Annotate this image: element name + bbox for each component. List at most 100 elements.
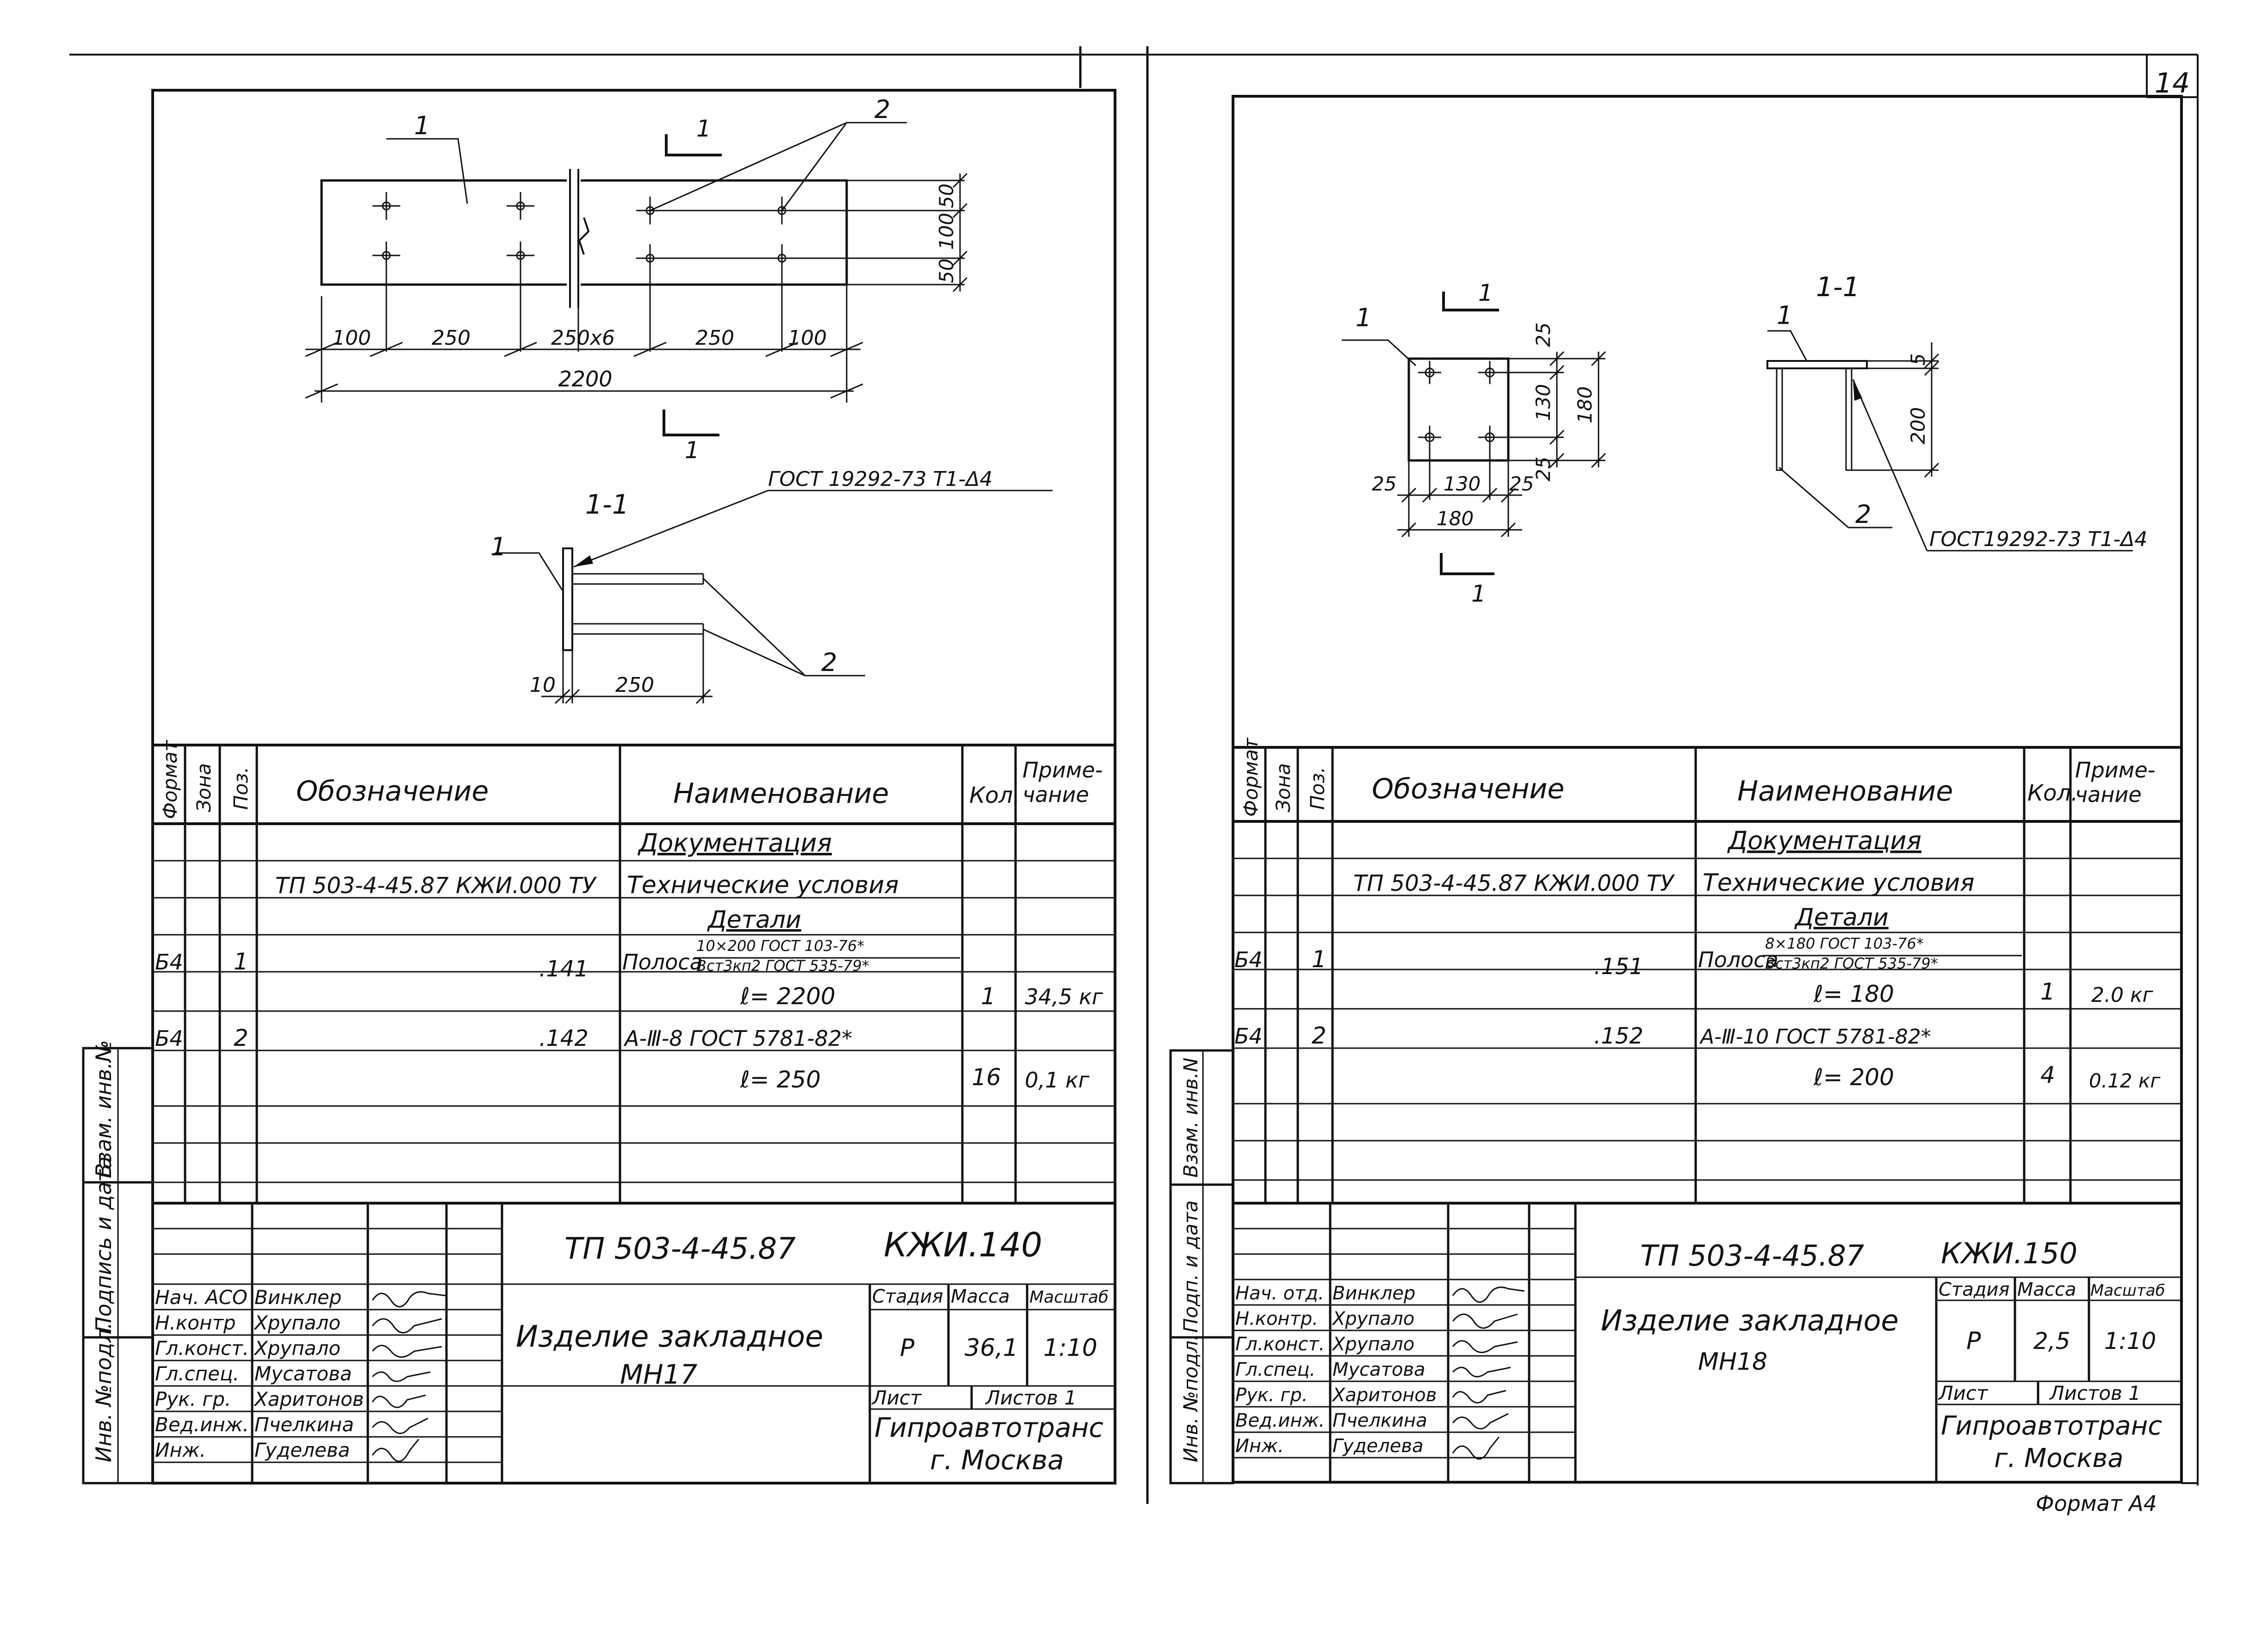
row1-name-prefix: Полоса bbox=[1698, 947, 1778, 972]
staff-name: Харитонов bbox=[1332, 1385, 1437, 1406]
header-note: Приме-чание bbox=[2075, 758, 2155, 807]
organization: Гипроавтотранс bbox=[1941, 1411, 2162, 1441]
product-name: Изделие закладное bbox=[516, 1320, 823, 1354]
dim-10: 10 bbox=[530, 673, 556, 697]
section-position-1: 1 bbox=[1777, 301, 1792, 330]
scale-label: Масштаб bbox=[2090, 1281, 2165, 1300]
sheets-count: Листов 1 bbox=[985, 1386, 1077, 1409]
left-title-block: ТП 503-4-45.87 КЖИ.140 Изделие закладное… bbox=[153, 1202, 1115, 1483]
right-plate-plan: 25 130 25 180 25 130 25 180 1 1 1 bbox=[1342, 280, 1606, 607]
row1-name-prefix: Полоса bbox=[622, 950, 703, 975]
section-documentation: Документация bbox=[638, 828, 832, 857]
section-position-2: 2 bbox=[1855, 500, 1871, 529]
dim-130: 130 bbox=[1532, 384, 1555, 421]
row2-name: А-Ⅲ-10 ГОСТ 5781-82* bbox=[1699, 1025, 1931, 1049]
section-cut-mark: 1 bbox=[1478, 280, 1493, 306]
row2-length: ℓ= 200 bbox=[1813, 1064, 1894, 1091]
section-details: Детали bbox=[707, 906, 801, 934]
header-zone: Зона bbox=[192, 763, 215, 812]
row1-designation: .141 bbox=[539, 956, 589, 982]
staff-role: Гл.спец. bbox=[1235, 1359, 1315, 1380]
signatures bbox=[372, 1291, 447, 1462]
dim-100: 100 bbox=[332, 326, 371, 350]
doc-name: Технические условия bbox=[1703, 869, 1975, 897]
left-plate-plan: 100 250 250х6 250 100 2200 50 100 50 1 bbox=[305, 95, 968, 464]
position-1-mark: 1 bbox=[1356, 303, 1371, 332]
page-number: 14 bbox=[2155, 67, 2190, 99]
mass-value: 36,1 bbox=[965, 1334, 1018, 1362]
section-title: 1-1 bbox=[1816, 271, 1860, 303]
stage-value: Р bbox=[900, 1334, 915, 1362]
row1-name-top: 8×180 ГОСТ 103-76* bbox=[1765, 935, 1924, 952]
row1-qty: 1 bbox=[981, 983, 996, 1010]
row1-name-bottom: Вст3кп2 ГОСТ 535-79* bbox=[696, 957, 869, 975]
row2-designation: .142 bbox=[539, 1025, 589, 1051]
row1-length: ℓ= 2200 bbox=[740, 983, 836, 1010]
scale-value: 1:10 bbox=[1043, 1334, 1097, 1362]
header-name: Наименование bbox=[673, 777, 889, 810]
mass-label: Масса bbox=[951, 1286, 1010, 1307]
scale-label: Масштаб bbox=[1029, 1288, 1109, 1307]
row1-name-top: 10×200 ГОСТ 103-76* bbox=[696, 937, 864, 955]
right-sheet: Инв. №подл. Подп. и дата Взам. инв.N 25 … bbox=[1169, 95, 2183, 1485]
margin-label-sign: Подп. и дата bbox=[1179, 1200, 1202, 1333]
staff-role: Нач. АСО bbox=[155, 1286, 248, 1309]
row2-qty: 4 bbox=[2040, 1062, 2055, 1088]
doc-code: ТП 503-4-45.87 bbox=[564, 1232, 796, 1266]
header-pos: Поз. bbox=[229, 767, 252, 810]
margin-label-inv: Инв. №подл. bbox=[91, 1322, 116, 1462]
staff-role: Вед.инж. bbox=[155, 1413, 249, 1436]
text-line: чание bbox=[1022, 782, 1089, 807]
doc-name: Технические условия bbox=[627, 871, 899, 899]
staff-name: Пчелкина bbox=[1332, 1410, 1427, 1431]
staff-role: Н.контр bbox=[155, 1311, 236, 1334]
margin-label-vzam: Взам. инв.N bbox=[1179, 1057, 1202, 1178]
staff-name: Винклер bbox=[1332, 1283, 1415, 1304]
doc-code: ТП 503-4-45.87 bbox=[1640, 1239, 1864, 1273]
row2-pos: 2 bbox=[234, 1025, 248, 1051]
row2-format: Б4 bbox=[1234, 1024, 1263, 1049]
section-documentation: Документация bbox=[1727, 826, 1921, 855]
staff-role: Вед.инж. bbox=[1235, 1410, 1325, 1431]
doc-mark: КЖИ.150 bbox=[1941, 1236, 2077, 1270]
sheet-label: Лист bbox=[1938, 1382, 1989, 1404]
stage-label: Стадия bbox=[872, 1286, 943, 1307]
section-cut-mark: 1 bbox=[1471, 580, 1486, 607]
row1-qty: 1 bbox=[2040, 978, 2055, 1005]
row2-qty: 16 bbox=[972, 1064, 1001, 1091]
section-position-2: 2 bbox=[821, 648, 837, 677]
row2-length: ℓ= 250 bbox=[740, 1066, 821, 1093]
dim-100: 100 bbox=[788, 326, 827, 350]
staff-name: Гуделева bbox=[1332, 1435, 1423, 1457]
header-pos: Поз. bbox=[1306, 767, 1329, 810]
position-2-mark: 2 bbox=[874, 95, 890, 124]
product-code: МН17 bbox=[620, 1359, 698, 1390]
format-label: Формат А4 bbox=[2036, 1491, 2157, 1516]
right-title-block: ТП 503-4-45.87 КЖИ.150 Изделие закладное… bbox=[1233, 1202, 2181, 1483]
dim-25: 25 bbox=[1532, 323, 1555, 347]
staff-name: Хрупало bbox=[1332, 1308, 1414, 1329]
row1-format: Б4 bbox=[155, 950, 183, 975]
staff-name: Гуделева bbox=[254, 1439, 350, 1461]
right-spec-table: Формат Зона Поз. Обозначение Наименовани… bbox=[1233, 737, 2181, 1203]
section-cut-mark: 1 bbox=[696, 115, 711, 142]
scale-value: 1:10 bbox=[2104, 1328, 2156, 1354]
dim-2200: 2200 bbox=[558, 367, 612, 391]
staff-role: Инж. bbox=[155, 1439, 206, 1461]
header-qty: Кол. bbox=[2027, 780, 2078, 806]
right-section-1-1: 1-1 1 2 ГОСТ19292-73 Т1-Δ4 5 200 bbox=[1766, 271, 2147, 552]
dim-180: 180 bbox=[1437, 507, 1474, 530]
staff-name: Хрупало bbox=[254, 1311, 341, 1334]
section-position-1: 1 bbox=[490, 532, 506, 561]
doc-mark: КЖИ.140 bbox=[884, 1225, 1042, 1264]
mass-label: Масса bbox=[2017, 1279, 2076, 1300]
organization: Гипроавтотранс bbox=[874, 1412, 1103, 1443]
staff-name: Хрупало bbox=[1332, 1334, 1414, 1355]
staff-name: Мусатова bbox=[1332, 1359, 1425, 1380]
dim-200: 200 bbox=[1907, 407, 1929, 444]
staff-role: Нач. отд. bbox=[1235, 1283, 1324, 1304]
row2-note: 0,1 кг bbox=[1025, 1068, 1090, 1093]
staff-role: Гл.спец. bbox=[155, 1362, 239, 1385]
header-zone: Зона bbox=[1272, 763, 1295, 812]
